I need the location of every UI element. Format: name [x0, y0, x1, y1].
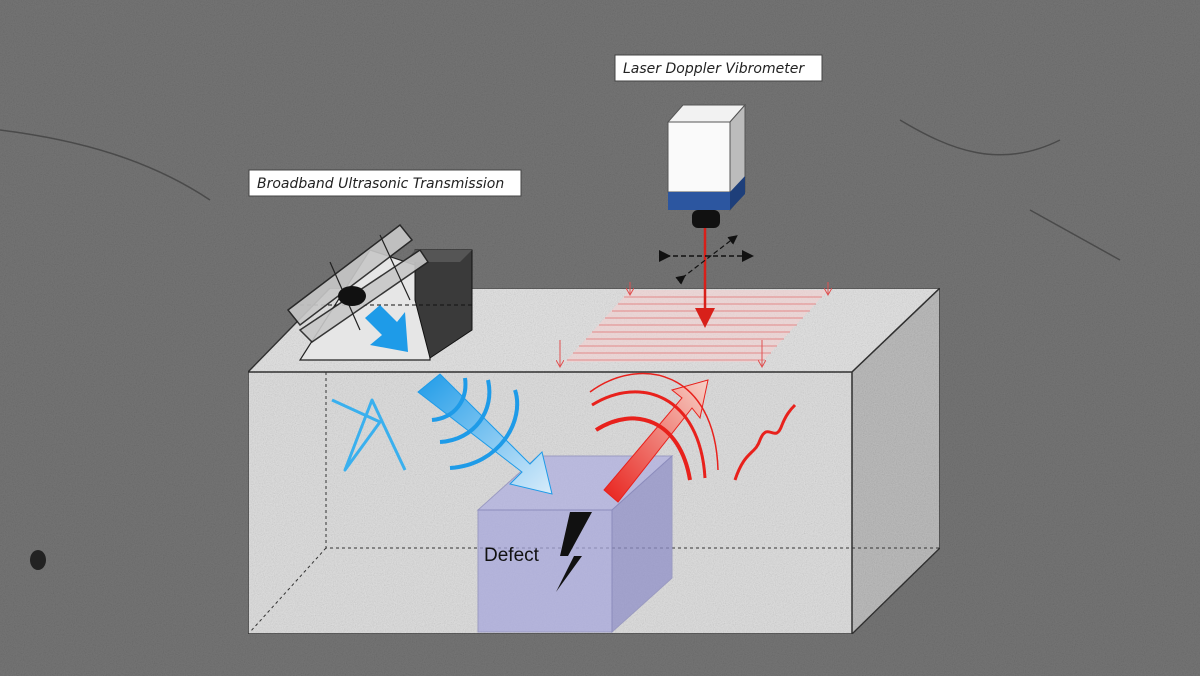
ultrasonic-transducer — [286, 223, 473, 361]
surface-cracks — [0, 119, 1121, 261]
transmitted-wave-arrow — [417, 373, 553, 495]
surface-spot — [30, 550, 46, 570]
crack-icon — [556, 512, 592, 592]
label-receiver: Laser Doppler Vibrometer — [614, 54, 823, 82]
laser-doppler-vibrometer — [659, 103, 754, 328]
scan-y-arrow-icon — [675, 235, 738, 285]
scattered-waves — [589, 372, 797, 503]
ultrasonic-waves — [331, 373, 553, 495]
defect-label: Defect — [484, 545, 540, 566]
label-transmitter: Broadband Ultrasonic Transmission — [248, 169, 522, 197]
surface-wave-icon — [733, 403, 797, 481]
lens-icon — [692, 210, 720, 228]
scattered-wave-arrow — [603, 379, 709, 503]
transducer-element — [338, 286, 366, 306]
shear-wave-icon — [331, 398, 407, 472]
hidden-edges — [249, 372, 940, 633]
svg-text:Broadband Ultrasonic Transmiss: Broadband Ultrasonic Transmission — [257, 176, 504, 192]
svg-text:Laser Doppler Vibrometer: Laser Doppler Vibrometer — [623, 61, 805, 77]
incident-arrow-icon — [365, 305, 408, 352]
